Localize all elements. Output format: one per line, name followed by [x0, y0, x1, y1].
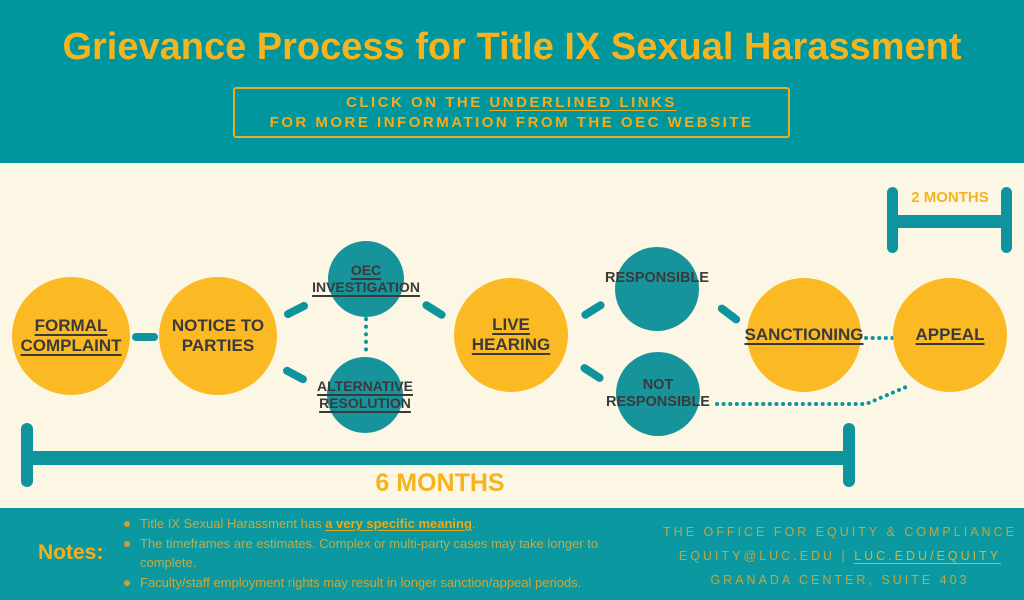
two-months-bracket-bar	[893, 215, 1005, 228]
node-oec-investigation[interactable]: OEC INVESTIGATION	[312, 241, 420, 317]
specific-meaning-link[interactable]: a very specific meaning	[325, 516, 472, 531]
node-sanctioning[interactable]: SANCTIONING	[744, 278, 864, 392]
office-email: EQUITY@LUC.EDU |	[678, 549, 855, 563]
notes-heading: Notes:	[38, 541, 104, 564]
instructions-box: CLICK ON THE UNDERLINED LINKS FOR MORE I…	[233, 87, 790, 138]
node-formal-complaint-label: FORMAL COMPLAINT	[20, 315, 122, 355]
header-banner: Grievance Process for Title IX Sexual Ha…	[0, 0, 1024, 163]
two-months-bracket-left-cap	[887, 187, 898, 253]
two-months-bracket-right-cap	[1001, 187, 1012, 253]
six-months-timeline-right-cap	[843, 423, 855, 487]
node-live-hearing[interactable]: LIVE HEARING	[454, 278, 568, 392]
node-sanctioning-label: SANCTIONING	[744, 324, 864, 344]
node-not-responsible: NOT RESPONSIBLE	[606, 352, 710, 436]
note-item-1-suffix: .	[471, 516, 476, 531]
node-notice-to-parties: NOTICE TO PARTIES	[159, 277, 277, 395]
note-item-1: Title IX Sexual Harassment has a very sp…	[122, 514, 634, 533]
six-months-label: 6 MONTHS	[375, 469, 505, 497]
page-title: Grievance Process for Title IX Sexual Ha…	[62, 26, 962, 68]
notes-list: Title IX Sexual Harassment has a very sp…	[122, 514, 634, 593]
footer-banner: Notes: Title IX Sexual Harassment has a …	[0, 508, 1024, 600]
node-appeal-label: APPEAL	[915, 324, 985, 344]
node-live-hearing-label: LIVE HEARING	[471, 314, 551, 354]
connector-notice-oec	[282, 300, 310, 320]
note-item-2: The timeframes are estimates. Complex or…	[122, 534, 634, 572]
node-responsible: RESPONSIBLE	[605, 247, 709, 331]
instructions-line-1: CLICK ON THE UNDERLINED LINKS	[346, 93, 677, 113]
node-responsible-label: RESPONSIBLE	[605, 270, 709, 287]
node-not-responsible-label: NOT RESPONSIBLE	[606, 376, 710, 410]
two-months-label: 2 MONTHS	[911, 189, 989, 206]
node-alternative-resolution[interactable]: ALTERNATIVE RESOLUTION	[317, 357, 413, 433]
connector-livehearing-responsible	[579, 299, 607, 321]
six-months-timeline-bar	[27, 451, 849, 465]
connector-formal-notice	[132, 333, 158, 341]
connector-livehearing-notresponsible	[578, 362, 606, 384]
instructions-line-1-prefix: CLICK ON THE	[346, 93, 490, 111]
connector-responsible-sanctioning	[716, 302, 742, 326]
node-appeal[interactable]: APPEAL	[893, 278, 1007, 392]
connector-oec-livehearing	[420, 299, 448, 321]
office-name: THE OFFICE FOR EQUITY & COMPLIANCE	[663, 525, 1017, 539]
node-alternative-resolution-label: ALTERNATIVE RESOLUTION	[317, 378, 413, 411]
office-address: GRANADA CENTER, SUITE 403	[710, 573, 970, 587]
instructions-line-2: FOR MORE INFORMATION FROM THE OEC WEBSIT…	[269, 113, 754, 131]
node-oec-investigation-label: OEC INVESTIGATION	[312, 262, 420, 295]
node-notice-to-parties-label: NOTICE TO PARTIES	[171, 315, 265, 355]
node-formal-complaint[interactable]: FORMAL COMPLAINT	[12, 277, 130, 395]
office-contact-line: EQUITY@LUC.EDU | LUC.EDU/EQUITY	[656, 544, 1024, 568]
office-contact-block: THE OFFICE FOR EQUITY & COMPLIANCE EQUIT…	[656, 520, 1024, 592]
note-item-3: Faculty/staff employment rights may resu…	[122, 573, 634, 592]
flowchart: FORMAL COMPLAINT NOTICE TO PARTIES OEC I…	[0, 163, 1024, 508]
note-item-1-text: Title IX Sexual Harassment has	[140, 516, 326, 531]
instructions-line-1-underlined: UNDERLINED LINKS	[489, 93, 677, 111]
connector-notice-altres	[281, 365, 309, 385]
equity-website-link[interactable]: LUC.EDU/EQUITY	[854, 549, 1002, 563]
